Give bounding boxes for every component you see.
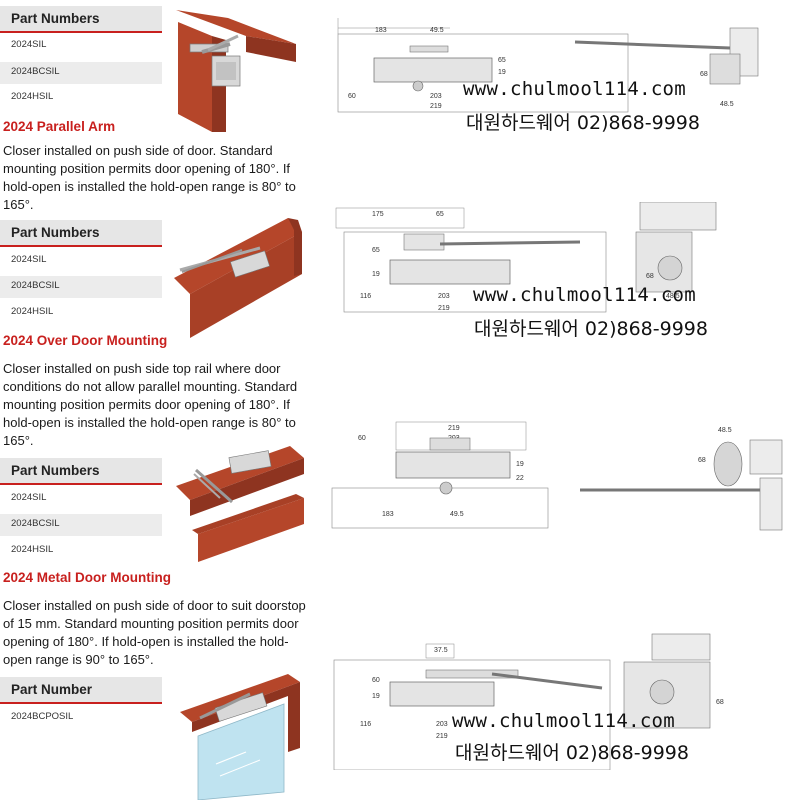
part-numbers-header-1: Part Numbers [0, 6, 162, 33]
part-number-item: 2024BCSIL [0, 62, 162, 84]
watermark-phone: 대원하드웨어 02)868-9998 [466, 112, 700, 134]
part-number-item: 2024HSIL [11, 306, 54, 317]
dimension-label: 22 [516, 475, 524, 482]
dimension-label: 49.5 [430, 27, 444, 34]
dimension-label: 60 [348, 93, 356, 100]
parallel-arm-illustration [176, 10, 296, 132]
watermark-url: www.chulmool114.com [463, 78, 687, 100]
part-numbers-header-3: Part Numbers [0, 458, 162, 485]
section-description: Closer installed on push side of door to… [3, 598, 306, 667]
dimension-label: 48.5 [720, 101, 734, 108]
dimension-label: 48.5 [666, 293, 680, 300]
section-title: 2024 Over Door Mounting [3, 333, 168, 348]
part-number-item: 2024SIL [11, 39, 47, 50]
dimension-label: 19 [372, 693, 380, 700]
dimension-label: 60 [358, 435, 366, 442]
dimension-label: 203 [430, 93, 442, 100]
dimension-label: 203 [438, 293, 450, 300]
dimension-label: 68 [646, 273, 654, 280]
dimension-label: 49.5 [450, 511, 464, 518]
dimension-label: 183 [375, 27, 387, 34]
over-door-illustration [174, 218, 302, 338]
dimension-label: 219 [430, 103, 442, 110]
metal-door-dimension-drawing: 219 203 60 19 22 183 49.5 48.5 68 [331, 421, 783, 531]
glass-door-dimension-drawing: 37.5 60 19 116 203 219 68 [333, 633, 724, 770]
part-number-item: 2024BCPOSIL [11, 711, 74, 722]
dimension-label: 65 [436, 211, 444, 218]
dimension-label: 219 [448, 425, 460, 432]
part-number-item: 2024SIL [11, 254, 47, 265]
metal-door-illustration [176, 446, 304, 562]
part-number-item: 2024SIL [11, 492, 47, 503]
dimension-label: 219 [438, 305, 450, 312]
dimension-label: 68 [700, 71, 708, 78]
dimension-label: 60 [372, 677, 380, 684]
part-numbers-header-2: Part Numbers [0, 220, 162, 247]
glass-door-illustration [180, 674, 300, 800]
dimension-label: 68 [716, 699, 724, 706]
section-description: Closer installed on push side of door. S… [3, 143, 296, 212]
dimension-label: 175 [372, 211, 384, 218]
watermark-phone: 대원하드웨어 02)868-9998 [455, 742, 689, 764]
watermark-url: www.chulmool114.com [473, 284, 697, 306]
dimension-label: 183 [382, 511, 394, 518]
dimension-label: 116 [360, 721, 371, 728]
part-number-item: 2024BCSIL [0, 276, 162, 298]
section-title: 2024 Parallel Arm [3, 119, 116, 134]
section-description: Closer installed on push side top rail w… [3, 361, 298, 448]
part-number-item: 2024HSIL [11, 544, 54, 555]
dimension-label: 19 [516, 461, 524, 468]
dimension-label: 19 [498, 69, 506, 76]
part-number-header-4: Part Number [0, 677, 162, 704]
dimension-label: 116 [360, 293, 371, 300]
dimension-label: 65 [372, 247, 380, 254]
over-door-dimension-drawing: 175 65 65 19 116 203 219 68 48.5 [335, 202, 717, 313]
watermark-phone: 대원하드웨어 02)868-9998 [474, 318, 708, 340]
part-number-item: 2024BCSIL [0, 514, 162, 536]
dimension-label: 37.5 [434, 647, 448, 654]
dimension-label: 19 [372, 271, 380, 278]
watermark-url: www.chulmool114.com [452, 710, 676, 732]
section-title: 2024 Metal Door Mounting [3, 570, 172, 585]
dimension-label: 48.5 [718, 427, 732, 434]
part-number-item: 2024HSIL [11, 91, 54, 102]
dimension-label: 65 [498, 57, 506, 64]
parallel-arm-dimension-drawing: 183 49.5 65 19 60 203 219 68 48.5 [337, 18, 759, 113]
dimension-label: 203 [436, 721, 448, 728]
dimension-label: 219 [436, 733, 448, 740]
dimension-label: 68 [698, 457, 706, 464]
